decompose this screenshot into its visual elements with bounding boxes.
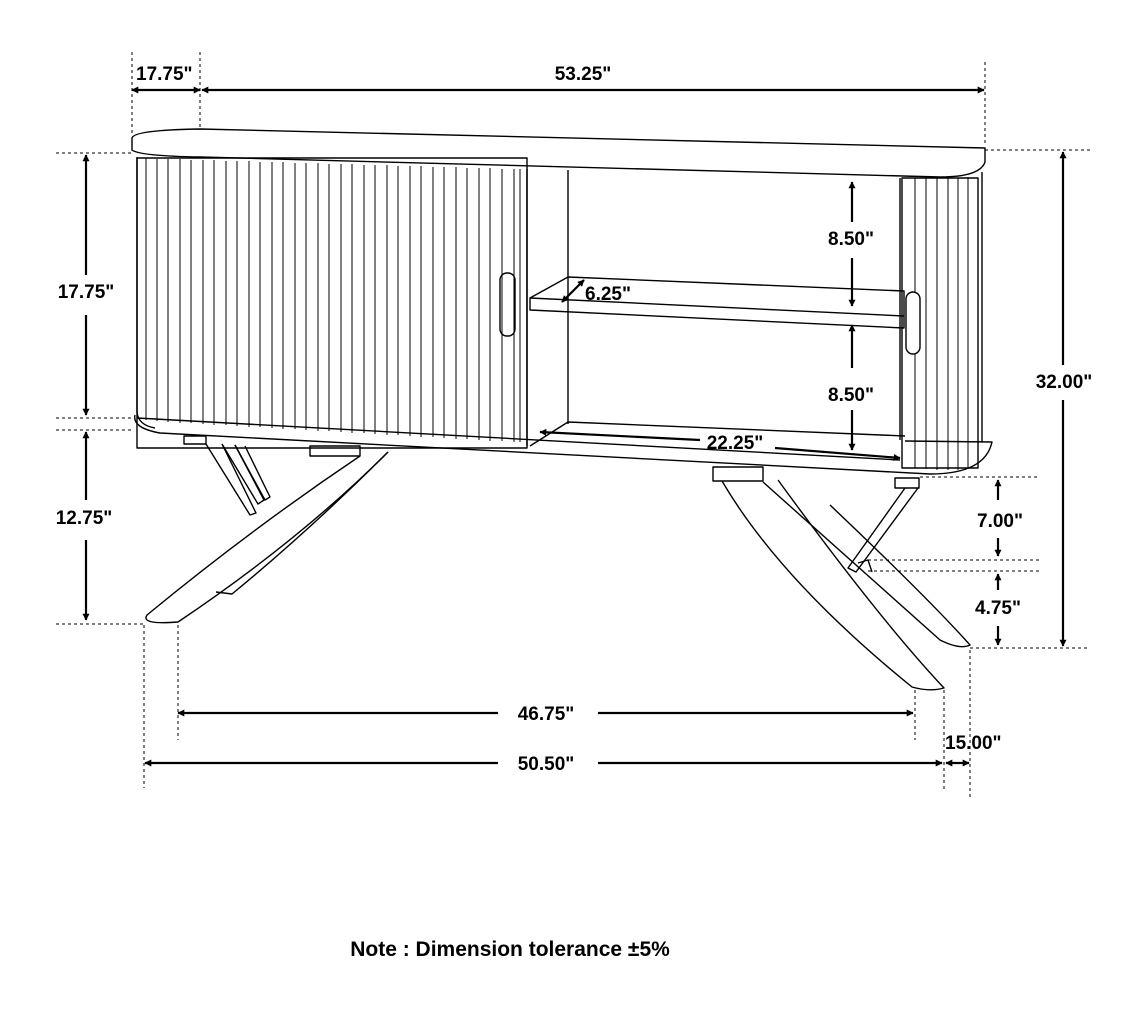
door-handle-left xyxy=(499,272,516,337)
cabinet-base xyxy=(134,414,993,475)
leg-right-back xyxy=(847,487,919,573)
dim-cabinet-height-label: 17.75" xyxy=(58,282,115,303)
dim-shelf-upper-gap-label: 8.50" xyxy=(828,229,874,250)
tambour-door-left xyxy=(136,157,528,449)
dim-leg-height-label: 12.75" xyxy=(56,508,113,529)
dim-leg-lower-label: 4.75" xyxy=(975,598,1021,619)
leg-block xyxy=(712,466,764,482)
leg-block xyxy=(894,477,920,489)
dim-leg-outer-span-label: 50.50" xyxy=(518,754,575,775)
tambour-door-right xyxy=(901,177,979,469)
dim-leg-upper-label: 7.00" xyxy=(977,511,1023,532)
tabletop xyxy=(131,128,986,178)
tambour-slats-right xyxy=(914,177,969,470)
extension-lines xyxy=(56,52,1090,800)
tolerance-note: Note : Dimension tolerance ±5% xyxy=(350,938,670,961)
tambour-slats-left xyxy=(145,158,521,442)
dim-shelf-depth-label: 6.25" xyxy=(585,284,631,305)
sideboard-outline xyxy=(131,128,993,691)
leg-block xyxy=(309,445,361,457)
dim-foot-depth-label: 15.00" xyxy=(945,733,1002,754)
dimension-labels: 17.75" 53.25" 17.75" 12.75" 32.00" 8.50"… xyxy=(56,64,1093,775)
leg-block xyxy=(183,435,207,445)
dim-leg-inner-span-label: 46.75" xyxy=(518,704,575,725)
dim-shelf-width-label: 22.25" xyxy=(707,433,764,454)
dim-top-width-label: 53.25" xyxy=(555,64,612,85)
leg-right-front xyxy=(721,479,945,691)
dimension-arrows xyxy=(82,86,1067,767)
dim-total-height-label: 32.00" xyxy=(1036,372,1093,393)
door-handle-right xyxy=(905,291,921,355)
leg-left-front xyxy=(145,451,389,624)
dim-shelf-lower-gap-label: 8.50" xyxy=(828,385,874,406)
leg-left-back xyxy=(205,443,257,516)
cabinet-floor xyxy=(529,421,906,447)
dim-top-depth-label: 17.75" xyxy=(136,64,193,85)
